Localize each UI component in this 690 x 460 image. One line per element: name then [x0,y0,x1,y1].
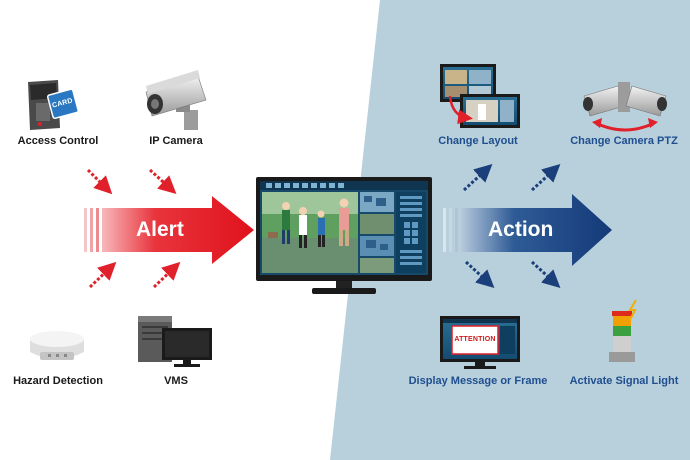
input-label-ip-camera: IP Camera [149,135,203,147]
access-control-icon [28,80,79,130]
action-arrow [443,194,612,266]
attention-text: ATTENTION [454,336,496,343]
input-label-access-control: Access Control [17,135,99,147]
input-label-vms: VMS [164,375,188,387]
vms-server-icon [138,316,212,367]
output-label-signal-light: Activate Signal Light [569,375,679,387]
output-label-change-camera-ptz: Change Camera PTZ [570,135,678,147]
action-label: Action [488,218,554,241]
smoke-detector-icon [30,331,84,360]
output-label-display-message: Display Message or Frame [408,375,548,387]
change-layout-icon [440,64,520,128]
alert-arrow [84,196,254,264]
output-label-change-layout: Change Layout [438,135,518,147]
alert-label: Alert [136,218,184,241]
display-message-icon [440,316,520,369]
ip-camera-icon [145,70,207,130]
output-flow-arrows [462,163,561,289]
signal-light-icon [609,299,637,362]
ptz-camera-icon [583,82,667,132]
input-label-hazard-detection: Hazard Detection [13,375,103,387]
input-flow-arrows [86,168,181,289]
monitor-icon [256,177,432,294]
